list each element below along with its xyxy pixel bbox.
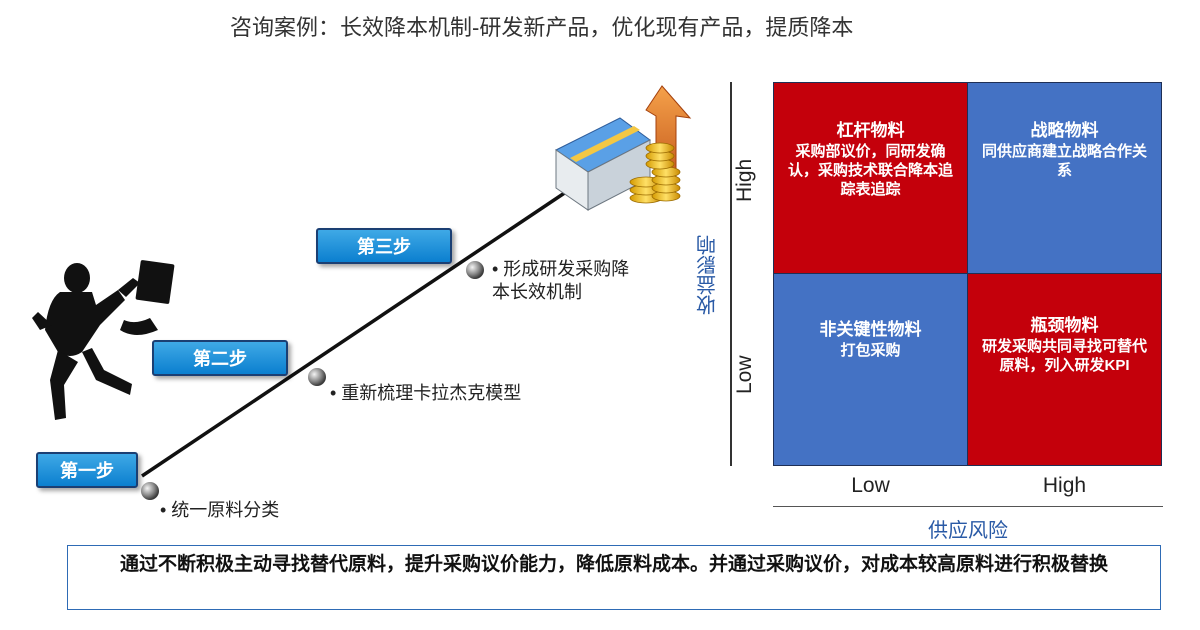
y-tick-high: High — [733, 158, 756, 202]
y-axis-line — [730, 82, 732, 466]
conclusion-box: 通过不断积极主动寻找替代原料，提升采购议价能力，降低原料成本。并通过采购议价，对… — [67, 545, 1161, 610]
page-title: 咨询案例：长效降本机制-研发新产品，优化现有产品，提质降本 — [230, 15, 854, 40]
step1-text: • 统一原料分类 — [160, 500, 280, 520]
conclusion-text: 通过不断积极主动寻找替代原料，提升采购议价能力，降低原料成本。并通过采购议价，对… — [119, 554, 1108, 575]
x-tick-low: Low — [851, 474, 890, 497]
quadrant-leverage: 杠杆物料 采购部议价，同研发确认，采购技术联合降本追踪表追踪 — [773, 82, 968, 274]
step2-text: • 重新梳理卡拉杰克模型 — [330, 383, 522, 403]
step2-marker — [308, 368, 326, 386]
step-diagram-graphics — [32, 85, 692, 500]
businessman-silhouette-icon — [32, 260, 175, 420]
quadrant-strategic: 战略物料 同供应商建立战略合作关系 — [967, 82, 1162, 274]
y-tick-low: Low — [733, 355, 756, 395]
step1-label: 第一步 — [36, 452, 138, 488]
x-axis-line — [773, 506, 1163, 507]
x-tick-high: High — [1042, 474, 1087, 497]
step3-text: • 形成研发采购降 本长效机制 — [492, 259, 630, 302]
quadrant-strategic-title: 战略物料 — [1030, 121, 1099, 140]
x-axis-label: 供应风险 — [928, 520, 1008, 542]
money-growth-icon — [555, 85, 692, 211]
y-axis-label: 收益影响 — [697, 235, 720, 315]
step2-label: 第二步 — [152, 340, 288, 376]
quadrant-noncritical-text: 打包采购 — [840, 342, 901, 359]
quadrant-leverage-title: 杠杆物料 — [836, 121, 905, 140]
step1-marker — [141, 482, 159, 500]
quadrant-bottleneck-text: 研发采购共同寻找可替代原料，列入研发KPI — [982, 338, 1148, 374]
quadrant-noncritical: 非关键性物料 打包采购 — [773, 273, 968, 466]
quadrant-leverage-text: 采购部议价，同研发确认，采购技术联合降本追踪表追踪 — [788, 143, 954, 198]
step3-label: 第三步 — [316, 228, 452, 264]
quadrant-bottleneck-title: 瓶颈物料 — [1030, 316, 1099, 335]
quadrant-bottleneck: 瓶颈物料 研发采购共同寻找可替代原料，列入研发KPI — [967, 273, 1162, 466]
quadrant-strategic-text: 同供应商建立战略合作关系 — [982, 143, 1148, 179]
step-diagram: 第一步 第二步 第三步 • 统一原料分类 • 重新梳理卡拉杰克模型 • 形成研发… — [32, 85, 692, 520]
step3-marker — [466, 261, 484, 279]
quadrant-noncritical-title: 非关键性物料 — [819, 320, 922, 339]
progress-line — [141, 190, 567, 478]
